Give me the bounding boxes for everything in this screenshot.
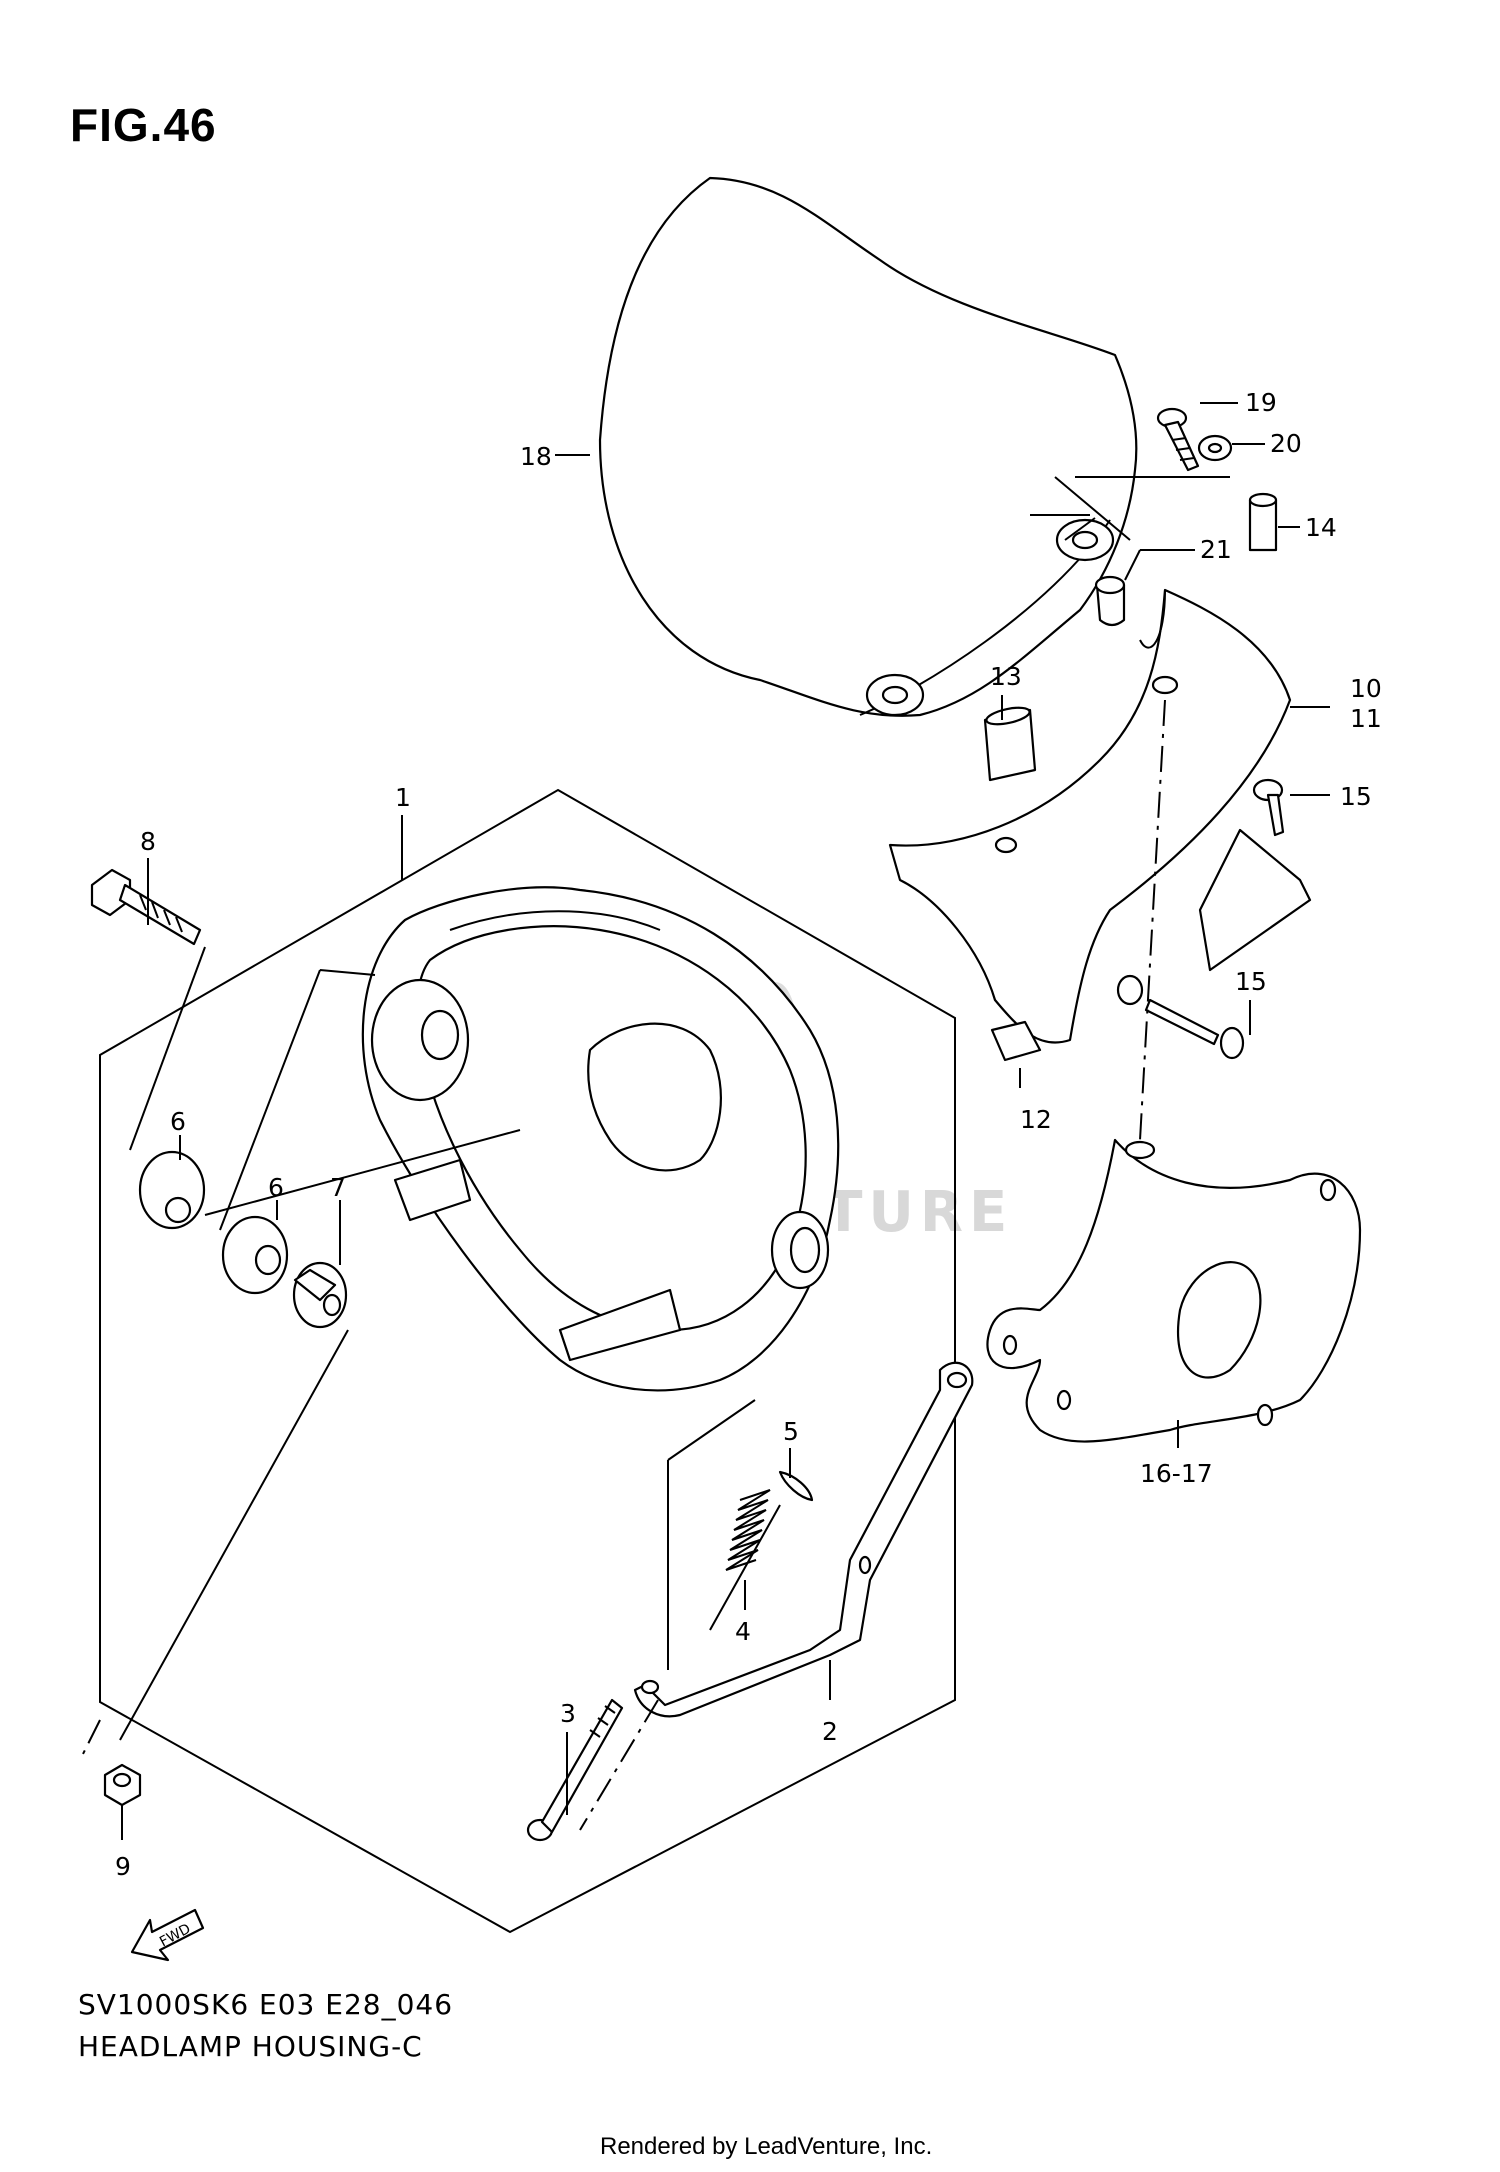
housing-boundary-outline — [99, 788, 956, 1934]
pipe-part-13[interactable] — [983, 705, 1037, 782]
collar-part-21[interactable] — [1094, 575, 1126, 627]
callout-12: 12 — [1020, 1105, 1052, 1134]
rubber-part-14[interactable] — [1248, 492, 1278, 552]
callout-15: 15 — [1340, 782, 1372, 811]
callout-leaders — [121, 402, 1330, 1840]
callout-7: 7 — [330, 1173, 346, 1202]
callout-2: 2 — [822, 1717, 838, 1746]
callout-10: 10 — [1350, 674, 1382, 703]
adjuster-plate-part-2[interactable] — [633, 1361, 974, 1718]
callout-15: 15 — [1235, 967, 1267, 996]
callout-19: 19 — [1245, 388, 1277, 417]
callout-6: 6 — [170, 1107, 186, 1136]
grommet-part-6-right[interactable] — [221, 1215, 289, 1295]
footer-part-name: HEADLAMP HOUSING-C — [78, 2030, 423, 2063]
housing-part-1[interactable] — [361, 886, 840, 1392]
grommet-part-6-left[interactable] — [138, 1150, 206, 1230]
callout-11: 11 — [1350, 704, 1382, 733]
rendered-credit: Rendered by LeadVenture, Inc. — [600, 2133, 933, 2160]
callout-14: 14 — [1305, 513, 1337, 542]
callout-6: 6 — [268, 1173, 284, 1202]
nut-part-9[interactable] — [103, 1763, 142, 1807]
visor-part-18[interactable] — [598, 176, 1138, 717]
collar-part-7[interactable] — [292, 1261, 348, 1329]
callout-4: 4 — [735, 1617, 751, 1646]
screw-part-19[interactable] — [1156, 407, 1200, 472]
callout-9: 9 — [115, 1852, 131, 1881]
fwd-arrow-icon: FWD — [130, 1908, 205, 1962]
callout-18: 18 — [520, 442, 552, 471]
callout-21: 21 — [1200, 535, 1232, 564]
screw-part-3[interactable] — [526, 1698, 624, 1842]
callout-16-17: 16-17 — [1140, 1459, 1213, 1488]
bracket-part-16-17[interactable] — [986, 1138, 1362, 1443]
fig-title: FIG.46 — [70, 99, 217, 151]
callout-3: 3 — [560, 1699, 576, 1728]
leader-line-visor — [1030, 476, 1230, 516]
bolt-part-8[interactable] — [90, 868, 202, 946]
screw-part-15-lower[interactable] — [1144, 998, 1245, 1060]
callout-1: 1 — [395, 783, 411, 812]
callout-8: 8 — [140, 827, 156, 856]
block-part-12[interactable] — [990, 1020, 1042, 1062]
callout-20: 20 — [1270, 429, 1302, 458]
callout-13: 13 — [990, 662, 1022, 691]
washer-part-20[interactable] — [1197, 434, 1233, 462]
footer-model-code: SV1000SK6 E03 E28_046 — [78, 1988, 454, 2021]
clip-part-5[interactable] — [778, 1470, 814, 1502]
callout-5: 5 — [783, 1417, 799, 1446]
spring-part-4[interactable] — [725, 1489, 771, 1571]
screw-part-15-upper[interactable] — [1252, 778, 1285, 837]
